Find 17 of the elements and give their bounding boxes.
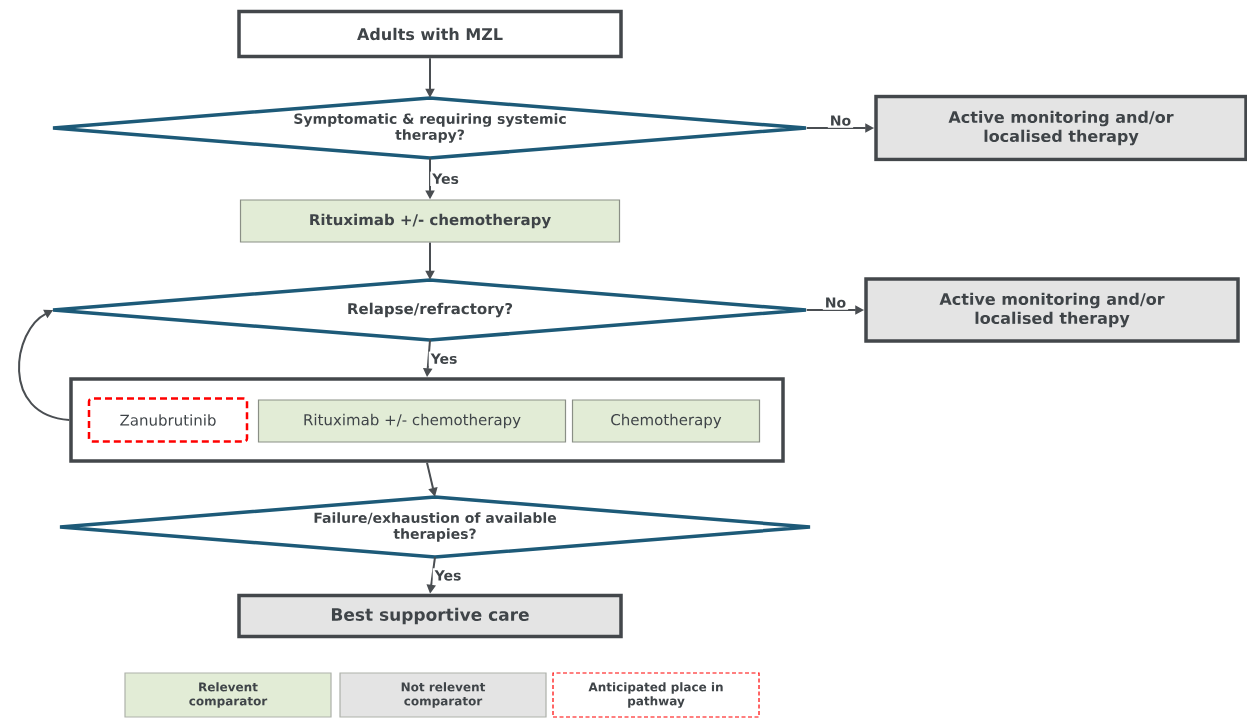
- edge-label: Yes: [430, 171, 461, 186]
- treatment-box: Rituximab +/- chemotherapy: [257, 399, 567, 443]
- edge-label: Yes: [432, 568, 464, 583]
- arrow: [18, 309, 71, 421]
- edge-label: No: [827, 113, 854, 128]
- start-box: Adults with MZL: [237, 9, 623, 59]
- treatment-box: Zanubrutinib: [87, 397, 249, 443]
- edge-label: No: [822, 295, 849, 310]
- outcome-box: Active monitoring and/or localised therapy: [874, 94, 1247, 162]
- legend-item: Not relevent comparator: [339, 672, 547, 718]
- end-box: Best supportive care: [237, 593, 623, 639]
- edge-label: Yes: [428, 351, 460, 366]
- treatment-box: Rituximab +/- chemotherapy: [239, 199, 621, 243]
- legend-item: Relevent comparator: [124, 672, 332, 718]
- outcome-box: Active monitoring and/or localised therapy: [864, 277, 1240, 343]
- legend-item: Anticipated place in pathway: [552, 672, 760, 718]
- treatment-box: Chemotherapy: [571, 399, 761, 443]
